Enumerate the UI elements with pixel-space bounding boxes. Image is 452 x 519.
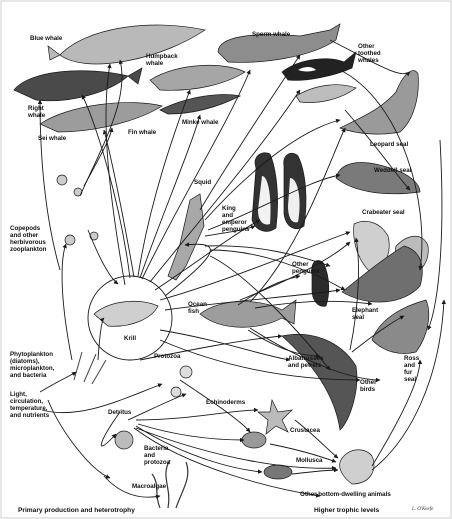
label-crustacea: Crustacea bbox=[290, 427, 320, 434]
protozoa-illustration-2 bbox=[171, 387, 181, 397]
label-bacteria-protozoa: Bacteria and protozoa bbox=[144, 445, 171, 466]
label-sei-whale: Sei whale bbox=[38, 135, 67, 142]
artist-signature: L. O'Keefe bbox=[411, 507, 434, 512]
label-minke-whale: Minke whale bbox=[182, 119, 219, 126]
crab-illustration bbox=[242, 432, 266, 448]
starfish-illustration bbox=[258, 400, 292, 434]
label-sperm-whale: Sperm whale bbox=[252, 31, 291, 38]
animal-illustrations bbox=[14, 24, 429, 508]
label-fin-whale: Fin whale bbox=[128, 129, 157, 136]
label-mollusca: Mollusca bbox=[296, 457, 323, 464]
label-protozoa: Protozoa bbox=[154, 353, 181, 360]
copepod-illustration-3 bbox=[65, 235, 75, 245]
humpback-whale-illustration bbox=[150, 65, 245, 90]
label-light-etc: Light, circulation, temperature, and nut… bbox=[10, 391, 50, 419]
protozoa-illustration bbox=[180, 366, 192, 378]
phytoplankton-illustration bbox=[74, 352, 106, 384]
fur-seal-illustration bbox=[372, 300, 429, 354]
label-other-bottom-dwelling: Other bottom-dwelling animals bbox=[300, 491, 391, 498]
label-elephant-seal: Elephant seal bbox=[352, 307, 380, 321]
caption-higher-trophic-levels: Higher trophic levels bbox=[314, 507, 380, 514]
label-squid: Squid bbox=[194, 179, 211, 186]
label-king-emperor-penguins: King and emperor penguins bbox=[222, 205, 250, 233]
label-crabeater-seal: Crabeater seal bbox=[362, 209, 405, 216]
label-humpback-whale: Humpback whale bbox=[145, 53, 179, 67]
label-macroalgae: Macroalgae bbox=[132, 483, 167, 490]
bottom-animal-illustration bbox=[340, 450, 374, 484]
label-echinoderms: Echinoderms bbox=[206, 399, 246, 406]
label-right-whale: Right whale bbox=[27, 105, 46, 119]
label-krill: Krill bbox=[124, 335, 136, 342]
label-other-toothed-whales: Other toothed whales bbox=[357, 43, 382, 64]
mollusc-illustration bbox=[264, 465, 292, 479]
albatross-illustration bbox=[282, 334, 357, 430]
sperm-whale-illustration bbox=[218, 24, 340, 62]
dolphin-illustration bbox=[296, 85, 356, 103]
label-albatrosses: Albatrosses and petrels bbox=[288, 355, 325, 369]
leopard-seal-illustration bbox=[340, 71, 418, 135]
label-ross-fur-seal: Ross and fur seal bbox=[404, 355, 421, 383]
label-leopard-seal: Leopard seal bbox=[370, 141, 408, 148]
label-phytoplankton: Phytoplankton (diatoms), microplankton, … bbox=[10, 351, 56, 379]
copepod-illustration bbox=[57, 175, 67, 185]
label-detritus: Detritus bbox=[108, 409, 132, 416]
sei-whale-illustration bbox=[40, 103, 162, 132]
label-weddell-seal: Weddell seal bbox=[374, 167, 412, 174]
blue-whale-illustration bbox=[48, 25, 205, 64]
label-copepods: Copepods and other herbivorous zooplankt… bbox=[10, 225, 48, 253]
label-other-birds: Other birds bbox=[360, 379, 378, 393]
minke-whale-illustration bbox=[160, 95, 240, 114]
caption-primary-production: Primary production and heterotrophy bbox=[18, 507, 135, 514]
right-whale-illustration bbox=[14, 68, 142, 101]
bacteria-cluster-illustration bbox=[115, 431, 133, 449]
label-blue-whale: Blue whale bbox=[30, 35, 63, 42]
